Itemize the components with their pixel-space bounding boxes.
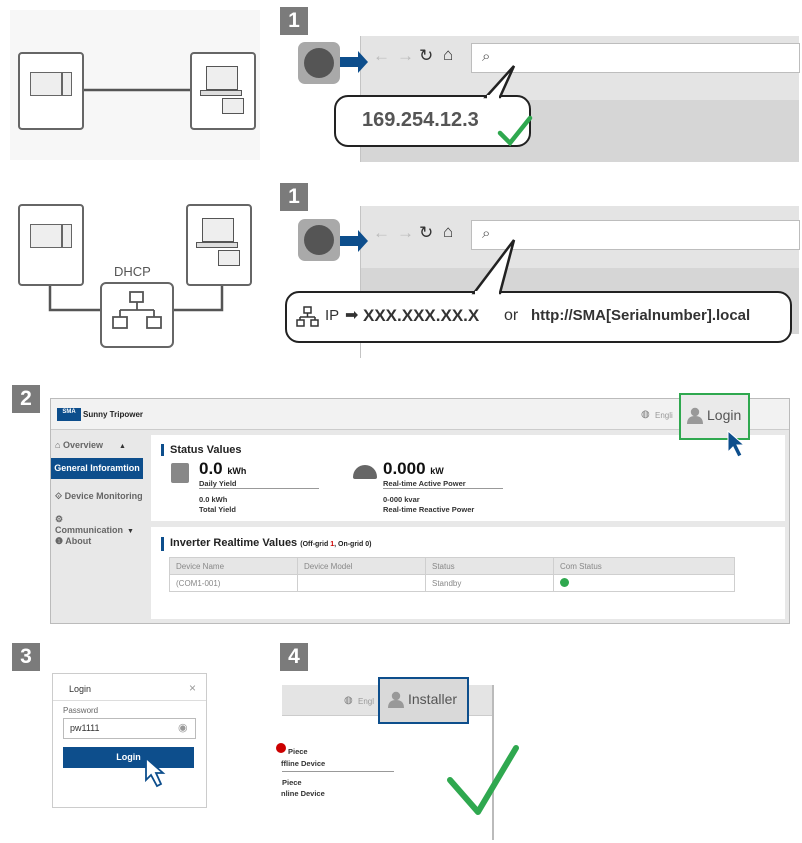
browser-globe-icon[interactable]: [298, 219, 340, 261]
online-count: Piece: [282, 778, 302, 787]
active-power-label: Real-time Active Power: [383, 479, 466, 488]
browser-window: ← → ↻ ⌂ ⌕: [360, 36, 800, 162]
close-icon[interactable]: ×: [189, 681, 197, 695]
or-text: or: [504, 307, 519, 324]
password-value: pw1111: [70, 723, 100, 733]
realtime-panel: Inverter Realtime Values (Off-grid 1, On…: [151, 527, 785, 619]
product-name: Sunny Tripower: [83, 410, 144, 419]
reload-icon[interactable]: ↻: [419, 223, 434, 242]
router-icon: [100, 282, 174, 348]
ip-prefix: IP: [325, 307, 340, 324]
step-badge: 3: [12, 643, 40, 671]
ok-icon: [560, 577, 569, 587]
direct-connection-diagram: [10, 10, 260, 160]
login-dialog: Login × Password pw1111 ◉ Login: [52, 673, 207, 808]
globe-icon: ◍: [641, 409, 650, 420]
browser-globe-icon[interactable]: [298, 42, 340, 84]
total-yield-value: 0.0 kWh: [199, 495, 228, 504]
url-bubble: IP ➡ XXX.XXX.XX.X or http://SMA[Serialnu…: [285, 291, 792, 343]
search-icon: ⌕: [482, 225, 491, 242]
total-yield-label: Total Yield: [199, 505, 236, 514]
address-bar[interactable]: ⌕: [471, 220, 800, 250]
com-status-cell: [553, 574, 735, 592]
eye-icon[interactable]: ◉: [178, 722, 188, 734]
device-model-cell: [297, 574, 426, 592]
dialog-title: Login: [69, 684, 92, 694]
column-header: Com Status: [553, 557, 735, 575]
webui-window: SMA Sunny Tripower ◍ Engli ⌂ Overview▲ G…: [50, 398, 790, 624]
globe-icon: ◍: [344, 695, 353, 706]
dhcp-label: DHCP: [114, 264, 151, 279]
table-header: Device Name Device Model Status Com Stat…: [169, 557, 735, 575]
gauge-icon: [353, 465, 377, 479]
column-header: Status: [425, 557, 554, 575]
sma-logo: SMA: [57, 408, 81, 421]
login-label: Login: [707, 407, 742, 423]
forward-icon[interactable]: →: [397, 223, 414, 242]
dhcp-connection-diagram: DHCP: [10, 190, 260, 360]
sidebar-item-communication[interactable]: ⚙ Communication▼: [55, 514, 134, 535]
network-icon: [296, 306, 319, 327]
installer-user-button[interactable]: Installer: [378, 677, 469, 724]
sidebar-item-device-monitoring[interactable]: ⟐ Device Monitoring: [55, 491, 143, 501]
language-select[interactable]: Engl: [358, 697, 375, 706]
password-field[interactable]: pw1111 ◉: [63, 718, 196, 739]
realtime-title: Inverter Realtime Values (Off-grid 1, On…: [161, 537, 371, 551]
home-icon[interactable]: ⌂: [443, 45, 454, 64]
offline-count: Piece: [288, 747, 308, 756]
installer-label: Installer: [408, 691, 458, 707]
home-icon[interactable]: ⌂: [443, 222, 454, 241]
yield-icon: [171, 463, 189, 483]
column-header: Device Name: [169, 557, 298, 575]
back-icon[interactable]: ←: [373, 46, 390, 65]
step-badge: 1: [280, 7, 308, 35]
online-label: nline Device: [281, 789, 325, 798]
ip-bubble: 169.254.12.3: [334, 95, 531, 147]
arrow-right-icon: ➡: [345, 307, 359, 324]
address-bar[interactable]: ⌕: [471, 43, 800, 73]
user-icon: [687, 407, 703, 424]
step-badge: 1: [280, 183, 308, 211]
sidebar-item-overview[interactable]: ⌂ Overview▲: [55, 440, 126, 450]
sidebar-item-about[interactable]: ❶ About: [55, 536, 92, 546]
daily-yield-label: Daily Yield: [199, 479, 237, 488]
reload-icon[interactable]: ↻: [419, 46, 434, 65]
step-badge: 2: [12, 385, 40, 413]
computer-icon: [186, 204, 252, 286]
status-cell: Standby: [425, 574, 554, 592]
reactive-power-label: Real-time Reactive Power: [383, 505, 475, 514]
reactive-power-value: 0-000 kvar: [383, 495, 420, 504]
table-row[interactable]: (COM1-001) Standby: [169, 574, 735, 592]
local-url: http://SMA[Serialnumber].local: [531, 307, 751, 324]
computer-icon: [190, 52, 256, 130]
forward-icon[interactable]: →: [397, 46, 414, 65]
status-panel: Status Values 0.0 kWh Daily Yield 0.0 kW…: [151, 435, 785, 521]
inverter-icon: [18, 204, 84, 286]
column-header: Device Model: [297, 557, 426, 575]
active-power-value: 0.000 kW: [383, 459, 444, 478]
language-select[interactable]: Engli: [655, 411, 673, 420]
realtime-table: Device Name Device Model Status Com Stat…: [169, 557, 735, 592]
inverter-icon: [18, 52, 84, 130]
step-badge: 4: [280, 643, 308, 671]
back-icon[interactable]: ←: [373, 223, 390, 242]
offline-label: ffline Device: [281, 759, 326, 768]
device-name-cell: (COM1-001): [169, 574, 298, 592]
ip-address: 169.254.12.3: [362, 109, 479, 131]
ip-pattern: XXX.XXX.XX.X: [363, 306, 480, 325]
status-title: Status Values: [161, 444, 242, 456]
sidebar-item-general[interactable]: General Inforamtion: [51, 458, 143, 479]
daily-yield-value: 0.0 kWh: [199, 459, 247, 478]
password-label: Password: [63, 706, 99, 715]
login-button[interactable]: Login: [679, 393, 750, 440]
login-submit-button[interactable]: Login: [63, 747, 194, 768]
search-icon: ⌕: [482, 48, 491, 65]
offline-indicator-icon: [276, 743, 286, 753]
sidebar: ⌂ Overview▲ General Inforamtion ⟐ Device…: [51, 433, 143, 623]
